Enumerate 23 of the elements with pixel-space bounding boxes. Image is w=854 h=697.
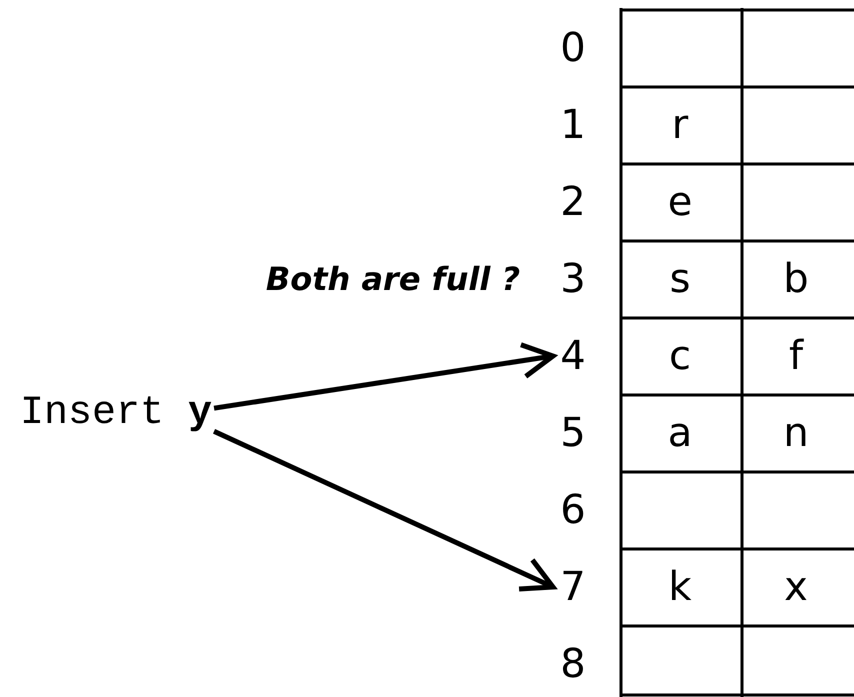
- table-entry: n: [782, 411, 810, 455]
- row-number: 0: [559, 26, 587, 70]
- table-entry: e: [666, 180, 694, 224]
- arrow: [214, 342, 556, 411]
- row-number: 7: [555, 565, 591, 609]
- insert-instruction: Insert y: [20, 392, 212, 436]
- table-entry: b: [782, 257, 810, 301]
- row-number: 6: [559, 488, 587, 532]
- row-number: 8: [559, 642, 587, 686]
- table-entry: s: [668, 257, 692, 301]
- row-number: 2: [559, 180, 587, 224]
- table-entry: c: [668, 334, 692, 378]
- table-entry: k: [667, 565, 693, 609]
- row-number: 1: [559, 103, 587, 147]
- arrow: [213, 429, 556, 592]
- table-entry: r: [670, 103, 690, 147]
- row-number: 5: [559, 411, 587, 455]
- row-number: 4: [555, 334, 591, 378]
- table-entry: f: [788, 334, 805, 378]
- table-entry: x: [783, 565, 809, 609]
- question-text: Both are full ?: [264, 259, 520, 300]
- table-entry: a: [666, 411, 694, 455]
- row-number: 3: [559, 257, 587, 301]
